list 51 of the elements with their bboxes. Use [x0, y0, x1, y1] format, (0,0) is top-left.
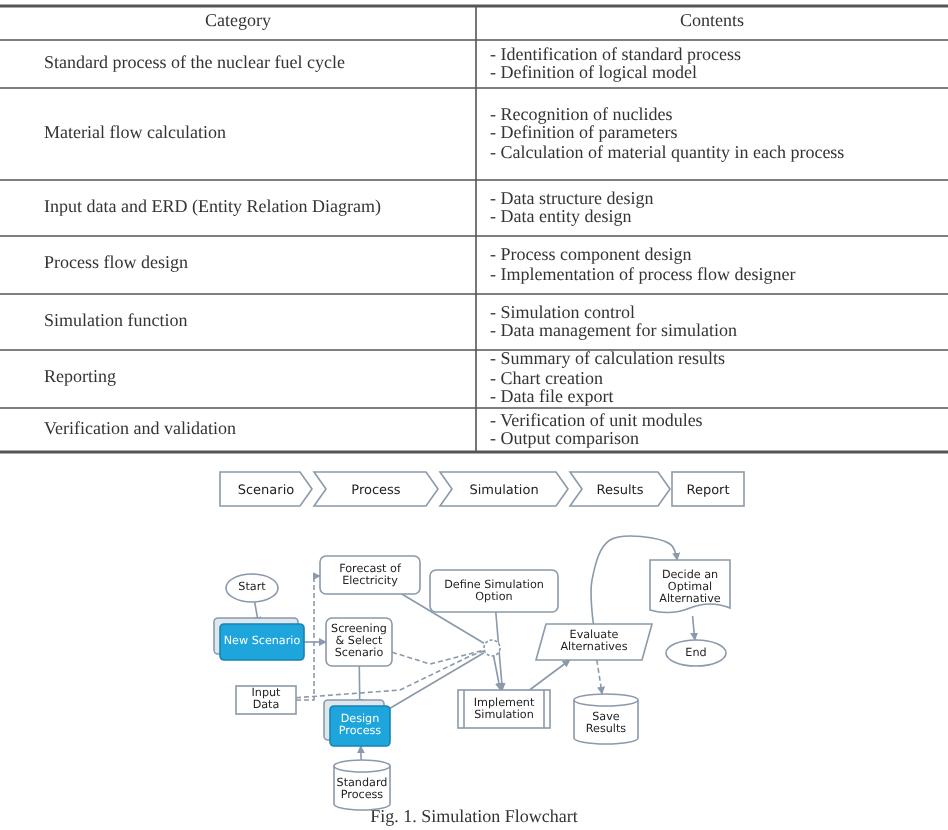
list-item: - Simulation control [490, 303, 635, 322]
process-stage [220, 472, 312, 506]
figure-caption: Fig. 1. Simulation Flowchart [370, 806, 578, 826]
process-box [430, 570, 558, 612]
list-item: - Recognition of nuclides [490, 105, 673, 125]
arrow [356, 745, 365, 761]
table-cell: Verification and validation [44, 419, 236, 438]
table-cell: Reporting [44, 368, 116, 387]
process-box [672, 472, 744, 506]
list-item: - Process component design [490, 246, 692, 265]
terminal-oval [666, 640, 726, 666]
list-item: - Data management for simulation [490, 322, 737, 341]
process-box [236, 686, 296, 714]
list-item: - Output comparison [490, 430, 639, 449]
list-item: - Chart creation [490, 369, 603, 389]
arrow [590, 535, 681, 625]
list-item: - Data file export [490, 388, 614, 408]
arrow [303, 638, 327, 646]
subprocess-box [458, 690, 550, 728]
table-cell: Process flow design [44, 254, 188, 273]
table-cell: Material flow calculation [44, 123, 226, 142]
column-header: Category [205, 12, 271, 31]
table-cell: Standard process of the nuclear fuel cycle [44, 53, 345, 72]
process-stage [440, 472, 568, 506]
dashed-arrow [295, 572, 321, 701]
list-item: - Data entity design [490, 208, 632, 227]
table-cell: Input data and ERD (Entity Relation Diagram) [44, 197, 381, 216]
arrow [690, 615, 699, 641]
process-box [320, 556, 420, 594]
process-stage [570, 472, 670, 506]
table-cell: Simulation function [44, 311, 188, 330]
list-item: - Identification of standard process [490, 45, 741, 64]
list-item: - Definition of logical model [490, 64, 697, 83]
document-shape [650, 560, 730, 616]
arrow [494, 611, 506, 691]
arrow [528, 659, 571, 691]
list-item: - Calculation of material quantity in each process [490, 143, 845, 163]
list-item: - Verification of unit modules [490, 411, 703, 430]
terminal-oval [226, 574, 278, 602]
arrow [492, 655, 503, 691]
dashed-arrow [596, 659, 605, 695]
database-cylinder [334, 760, 390, 810]
junction-circle [484, 640, 500, 656]
list-item: - Definition of parameters [490, 124, 678, 144]
data-parallelogram [536, 624, 652, 660]
list-item: - Data structure design [490, 189, 654, 208]
process-stage [314, 472, 438, 506]
database-cylinder [574, 694, 638, 744]
list-item: - Summary of calculation results [490, 350, 725, 370]
list-item: - Implementation of process flow designer [490, 265, 796, 284]
column-header: Contents [680, 12, 744, 31]
